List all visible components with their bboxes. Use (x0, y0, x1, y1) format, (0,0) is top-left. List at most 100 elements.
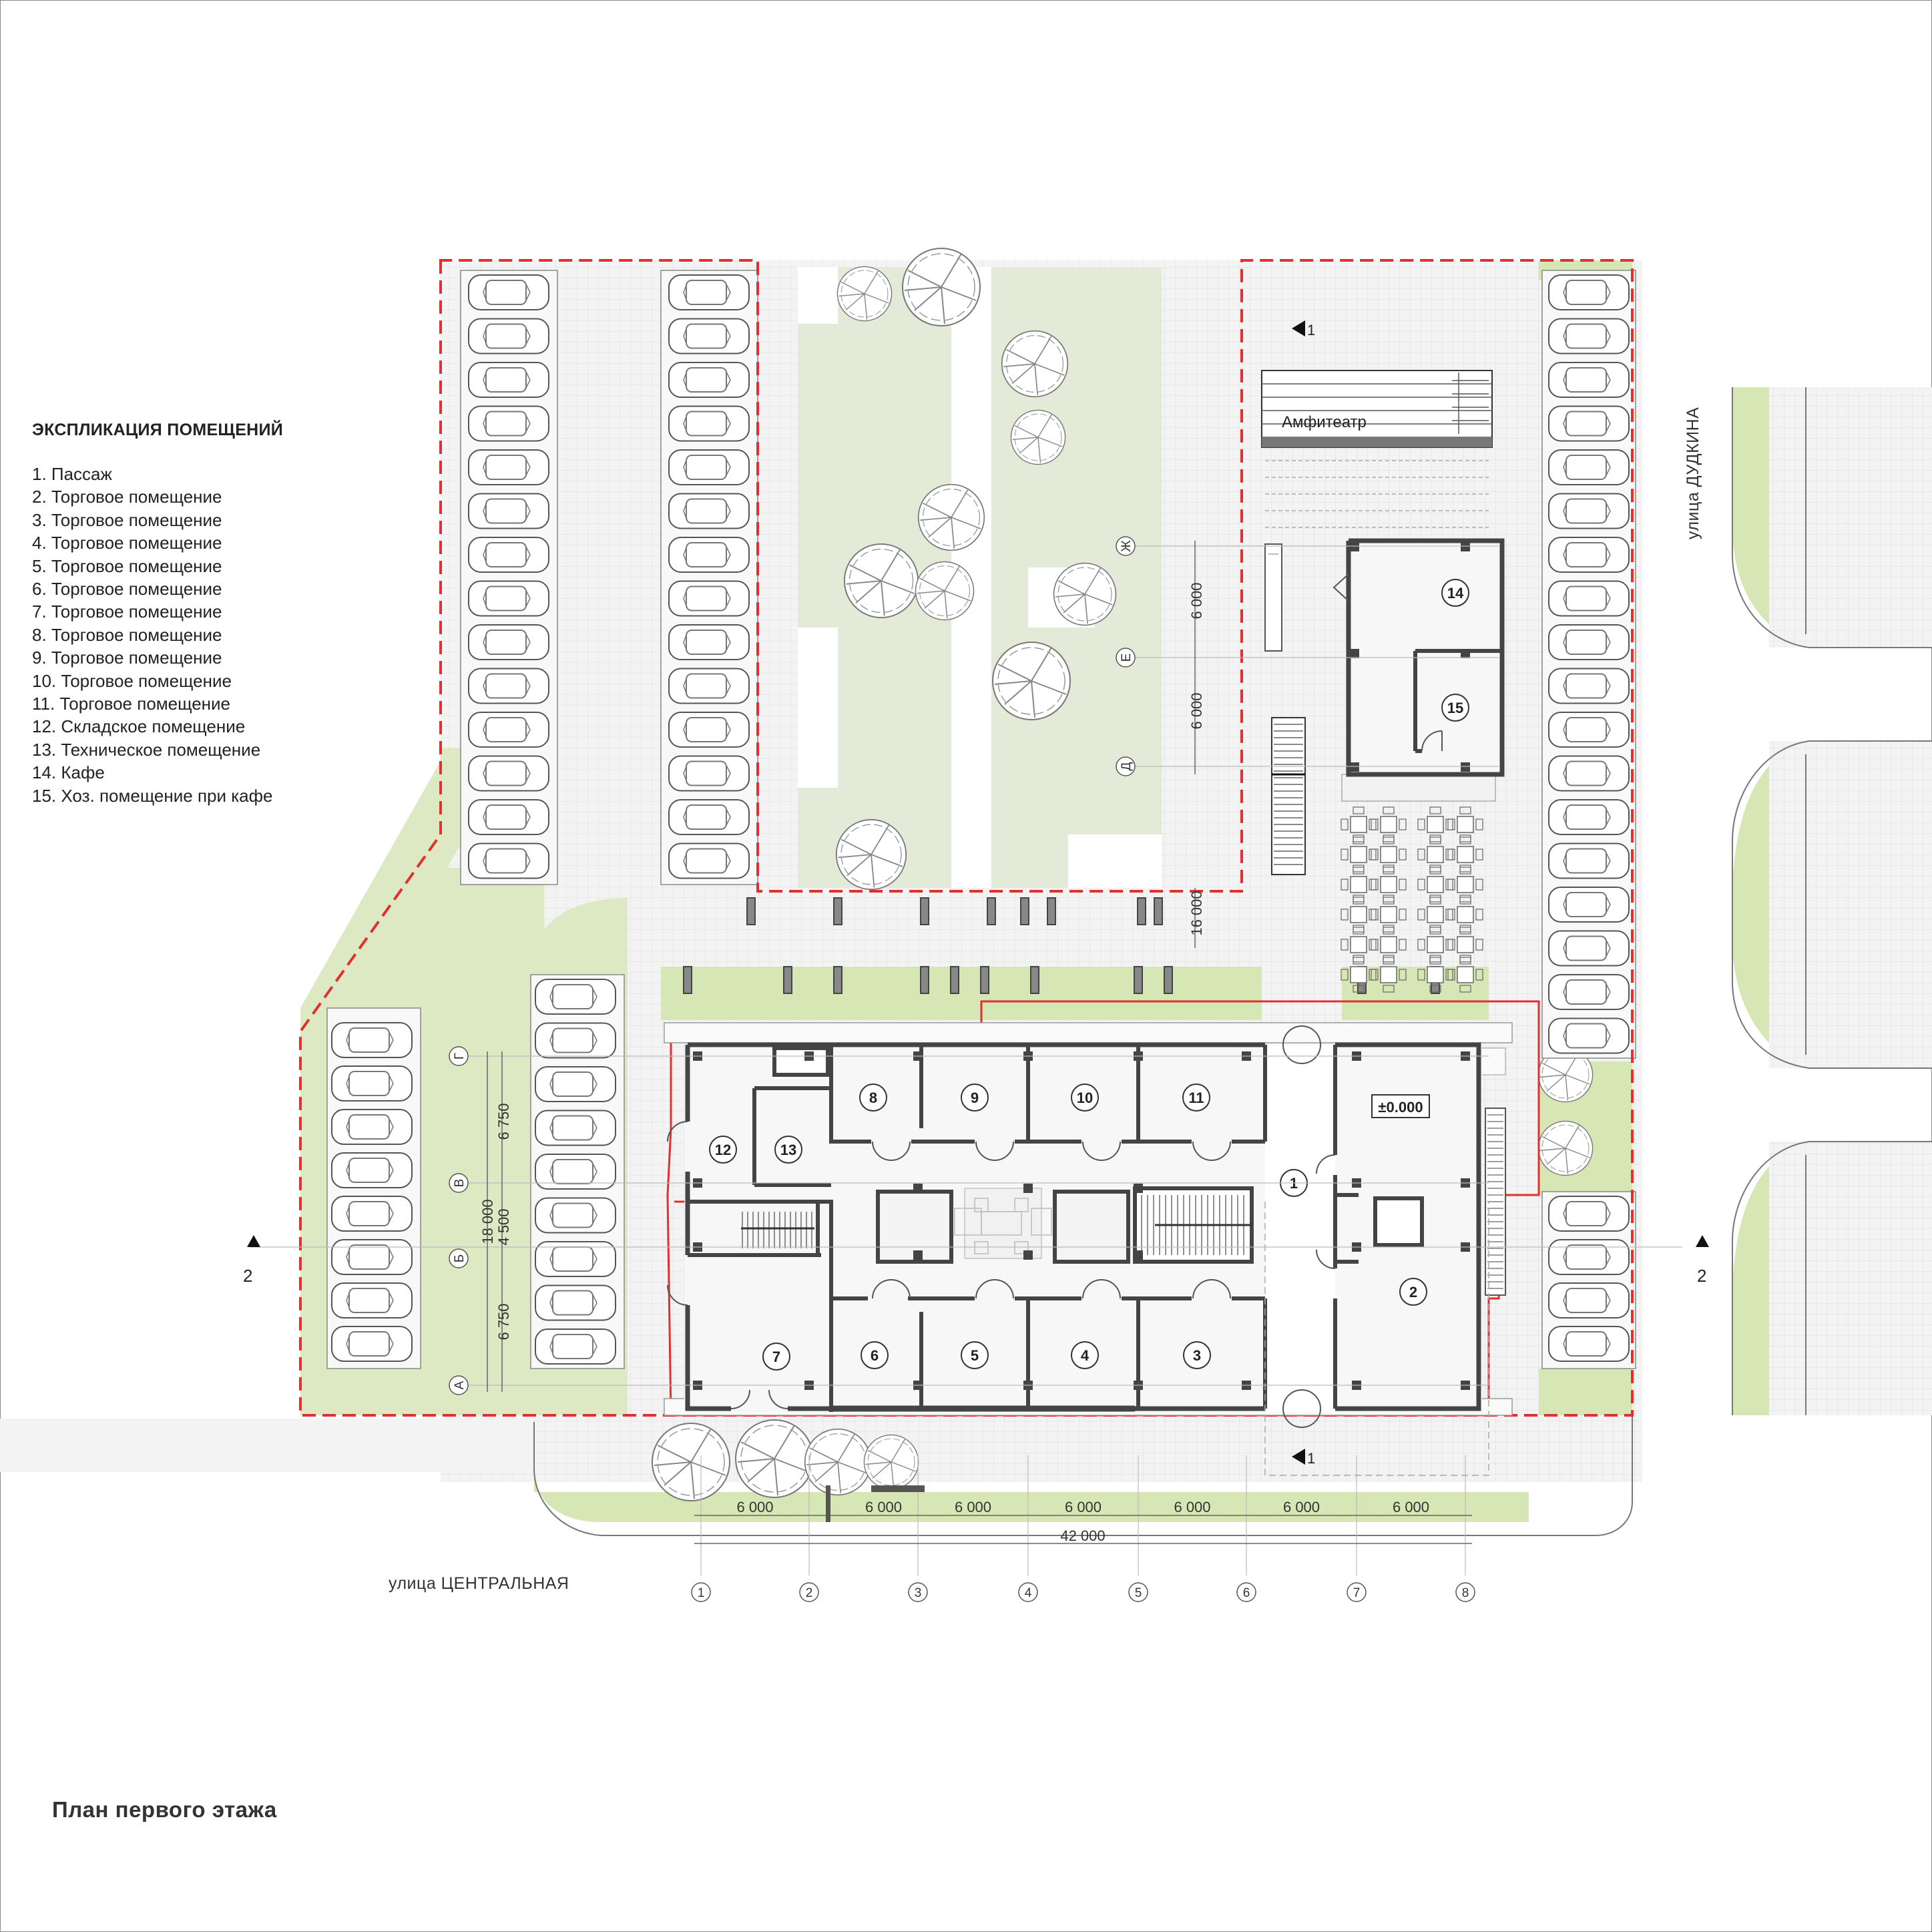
legend-item: 2. Торговое помещение (32, 487, 222, 507)
car (1548, 1196, 1630, 1232)
axis-marker: А (449, 1375, 469, 1395)
legend-item: 13. Техническое помещение (32, 739, 261, 760)
car (1548, 362, 1630, 398)
svg-text:16 000: 16 000 (1188, 891, 1205, 935)
car (535, 1066, 616, 1102)
svg-text:±0.000: ±0.000 (1378, 1099, 1423, 1116)
legend-item: 9. Торговое помещение (32, 648, 222, 668)
cafe-building (1333, 538, 1505, 802)
bench (746, 897, 756, 925)
car (468, 537, 549, 573)
svg-text:Ж: Ж (1120, 540, 1134, 552)
car (535, 1329, 616, 1365)
svg-text:Б: Б (453, 1254, 467, 1262)
legend-item: 7. Торговое помещение (32, 601, 222, 622)
room-number: 2 (1399, 1278, 1427, 1306)
room-number: 15 (1441, 694, 1469, 722)
car (1548, 887, 1630, 923)
bench (1030, 966, 1039, 994)
car (1548, 449, 1630, 485)
bench (1020, 897, 1029, 925)
car (668, 493, 750, 529)
car (1548, 405, 1630, 442)
axis-marker: 1 (691, 1582, 711, 1602)
car (331, 1326, 413, 1362)
street-label-dudkina: улица ДУДКИНА (1684, 407, 1702, 539)
car (1548, 537, 1630, 573)
car (1548, 842, 1630, 879)
level-mark: ±0.000 (1371, 1094, 1430, 1118)
svg-text:Е: Е (1120, 654, 1134, 662)
svg-text:15: 15 (1447, 700, 1463, 716)
amphitheater-label: Амфитеатр (1282, 413, 1367, 431)
svg-text:2: 2 (1409, 1284, 1417, 1300)
svg-text:2: 2 (806, 1586, 813, 1600)
car (668, 318, 750, 354)
car (468, 755, 549, 792)
car (468, 624, 549, 660)
car (668, 799, 750, 835)
svg-text:6 750: 6 750 (495, 1103, 512, 1140)
bench (1137, 897, 1146, 925)
plan-title: План первого этажа (52, 1797, 277, 1822)
bench (1047, 897, 1056, 925)
car (1548, 930, 1630, 967)
svg-text:1: 1 (698, 1586, 705, 1600)
room-number: 3 (1183, 1341, 1211, 1369)
svg-text:6: 6 (871, 1347, 879, 1364)
legend-item: 3. Торговое помещение (32, 509, 222, 530)
svg-text:4: 4 (1081, 1347, 1090, 1364)
room-number: 6 (861, 1341, 889, 1369)
svg-text:Д: Д (1120, 762, 1134, 770)
room-number: 13 (774, 1136, 802, 1164)
car (1548, 1282, 1630, 1318)
car (1548, 712, 1630, 748)
axis-marker: 8 (1455, 1582, 1475, 1602)
axis-marker: 4 (1018, 1582, 1038, 1602)
cafe-stair (1271, 717, 1306, 875)
room-number: 10 (1071, 1083, 1099, 1112)
bench (1164, 966, 1173, 994)
room-number: 14 (1441, 579, 1469, 607)
section-marks: 1 1 2 2 (243, 320, 1709, 1467)
car (468, 712, 549, 748)
car (668, 668, 750, 704)
car (668, 580, 750, 617)
bench (950, 966, 959, 994)
svg-text:6 000: 6 000 (1283, 1499, 1320, 1515)
car (535, 1022, 616, 1059)
legend-item: 10. Торговое помещение (32, 670, 232, 691)
svg-text:8: 8 (1462, 1586, 1469, 1600)
car (1548, 318, 1630, 354)
axis-marker: 5 (1128, 1582, 1148, 1602)
car (468, 842, 549, 879)
svg-text:7: 7 (772, 1349, 780, 1365)
car (331, 1282, 413, 1318)
street-label-central: улица ЦЕНТРАЛЬНАЯ (389, 1574, 569, 1593)
legend-item: 4. Торговое помещение (32, 533, 222, 553)
bench (833, 966, 842, 994)
axis-marker: Д (1116, 756, 1136, 776)
car (468, 449, 549, 485)
car (468, 405, 549, 442)
bench (1154, 897, 1163, 925)
car (468, 318, 549, 354)
legend-title: ЭКСПЛИКАЦИЯ ПОМЕЩЕНИЙ (32, 421, 284, 439)
axis-marker: 6 (1236, 1582, 1256, 1602)
axis-lines (250, 545, 1682, 1576)
car (1548, 1239, 1630, 1275)
legend-item: 6. Торговое помещение (32, 579, 222, 599)
svg-text:14: 14 (1447, 585, 1464, 601)
car (468, 799, 549, 835)
svg-text:1: 1 (1307, 322, 1315, 338)
bench (1134, 966, 1143, 994)
svg-text:5: 5 (971, 1347, 979, 1364)
car (468, 362, 549, 398)
svg-text:7: 7 (1353, 1586, 1361, 1600)
car (1548, 624, 1630, 660)
car (668, 405, 750, 442)
car (535, 1284, 616, 1321)
car (331, 1022, 413, 1058)
car (668, 449, 750, 485)
